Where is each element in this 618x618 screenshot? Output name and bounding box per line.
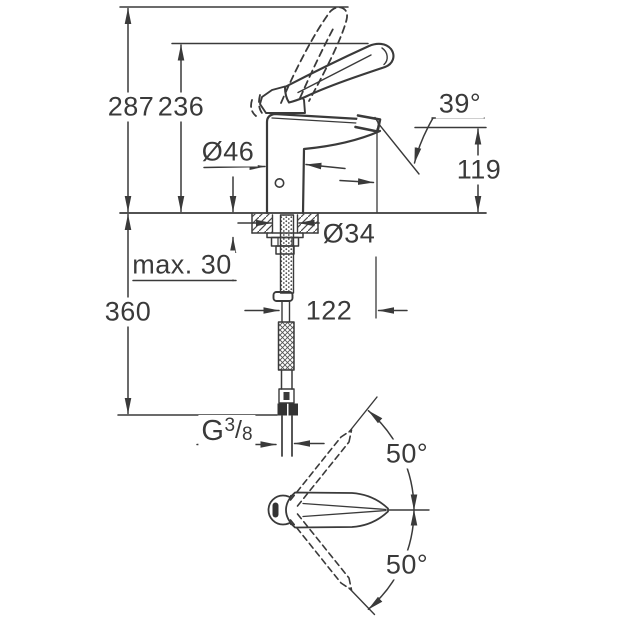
lever-handle bbox=[259, 42, 395, 114]
hose-end-tube bbox=[281, 415, 293, 457]
dim-spout-angle-label: 39° bbox=[435, 89, 485, 119]
cartridge-slot bbox=[272, 502, 279, 518]
dim-d46-left-arrow bbox=[203, 163, 266, 171]
thread-denominator: 8 bbox=[242, 424, 253, 445]
spout-aerator bbox=[354, 114, 382, 133]
faucet-body bbox=[265, 112, 382, 215]
lever-swung-dashed bbox=[289, 429, 353, 591]
dim-swivel-down-label: 50° bbox=[382, 550, 432, 580]
main-view bbox=[119, 6, 487, 457]
dim-swivel-up-label: 50° bbox=[382, 439, 432, 469]
braided-hose bbox=[277, 321, 295, 371]
dim-thread-size-label: G3/8 bbox=[198, 415, 256, 447]
dim-hose-length-label: 360 bbox=[101, 297, 155, 327]
threaded-shank bbox=[279, 214, 295, 294]
dim-body-diameter-label: Ø46 bbox=[198, 137, 258, 167]
thread-slash: / bbox=[235, 416, 243, 444]
thread-numerator: 3 bbox=[224, 415, 236, 436]
dim-lever-height-label: 236 bbox=[154, 92, 208, 122]
dim-max-thickness-label: max. 30 bbox=[129, 250, 235, 280]
dim-spout-outlet-height-label: 119 bbox=[453, 155, 505, 185]
dim-39-arrow bbox=[339, 178, 375, 185]
dim-d46-right-arrow bbox=[305, 162, 346, 170]
dim-overall-height-label: 287 bbox=[104, 92, 158, 122]
lever-top-outline bbox=[285, 491, 389, 529]
spout-axis-line bbox=[377, 122, 420, 175]
dim-spout-reach-label: 122 bbox=[302, 296, 356, 326]
dim-39-arc bbox=[413, 117, 434, 164]
thread-prefix: G bbox=[201, 415, 225, 447]
shank-and-hose bbox=[266, 214, 304, 457]
dim-shank-diameter-label: Ø34 bbox=[319, 219, 379, 249]
body-dot bbox=[274, 178, 285, 189]
